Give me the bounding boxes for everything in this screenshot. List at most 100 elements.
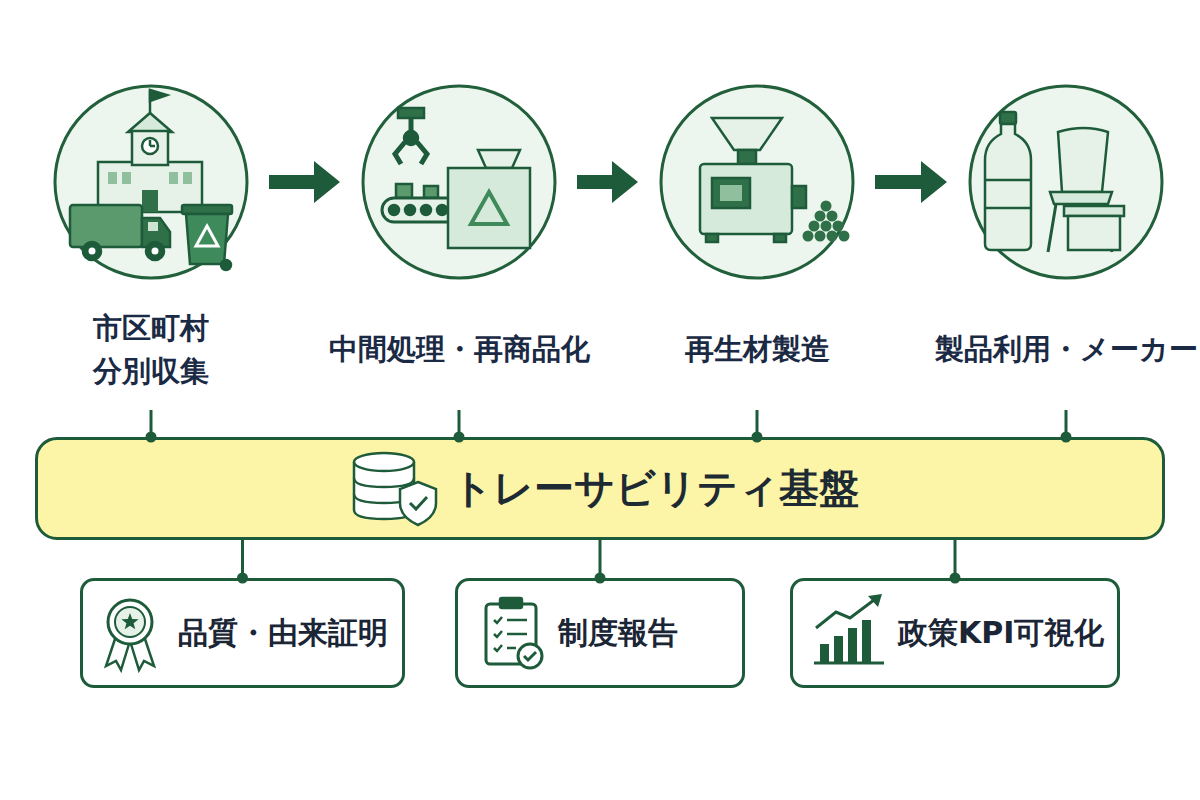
link-dot — [1061, 432, 1072, 443]
link-dot — [752, 432, 763, 443]
arm-joint — [404, 131, 418, 145]
tick — [494, 617, 502, 623]
tower-roof — [128, 113, 172, 132]
wheel — [146, 242, 164, 260]
bar — [848, 628, 857, 662]
stage-label: 再生材製造 — [685, 328, 830, 372]
stage-label: 中間処理・再商品化 — [329, 328, 590, 372]
flag-pole — [149, 90, 152, 113]
list-line — [507, 647, 516, 650]
pellet — [827, 231, 838, 242]
link-line — [1065, 410, 1068, 437]
label-wrap: 中間処理・再商品化 — [294, 292, 624, 408]
machine-panel — [712, 178, 750, 208]
baler-box — [448, 168, 530, 248]
bin-lid — [182, 205, 232, 214]
tower — [132, 131, 168, 165]
truck-body — [70, 205, 142, 247]
label-wrap: 再生材製造 — [592, 292, 922, 408]
ribbon-tail — [106, 636, 129, 670]
claw — [417, 142, 427, 164]
cab-window — [148, 222, 158, 231]
arm — [409, 118, 414, 134]
medal — [108, 600, 152, 644]
link-dot — [595, 573, 606, 584]
clock-hands — [150, 140, 155, 146]
link-line — [241, 540, 244, 578]
stage-label: 市区町村 分別収集 — [76, 307, 226, 394]
output-box: 政策KPI可視化 — [790, 578, 1120, 688]
window — [183, 172, 192, 184]
clipboard — [486, 604, 536, 664]
pellet — [821, 201, 832, 212]
bottle — [985, 124, 1031, 250]
list-line — [507, 619, 527, 622]
belt-item — [424, 186, 438, 198]
window — [122, 172, 131, 184]
link-line — [458, 410, 461, 437]
pellet — [827, 211, 838, 222]
growth-chart-icon — [814, 594, 884, 663]
platform-band: トレーサビリティ基盤 — [35, 437, 1165, 540]
baseline — [814, 662, 884, 665]
pellet — [833, 221, 844, 232]
tick — [494, 631, 502, 637]
connector — [577, 161, 638, 203]
connector — [875, 161, 947, 203]
check — [524, 652, 536, 660]
bin-wheel — [221, 260, 231, 270]
output-box: 制度報告 — [455, 578, 745, 688]
output-label: 制度報告 — [558, 613, 678, 654]
roller — [389, 205, 399, 215]
pellet-machine-icon — [700, 118, 850, 242]
output-box: 品質・由来証明 — [80, 578, 405, 688]
ribbon-tail — [131, 636, 154, 670]
circle-shape — [970, 86, 1162, 278]
panel-window — [720, 185, 742, 201]
belt-item — [396, 184, 412, 198]
stage-node: 中間処理・再商品化 — [339, 84, 579, 410]
check-badge — [518, 644, 542, 668]
link-dot — [454, 432, 465, 443]
box-lid — [1064, 206, 1124, 216]
flag — [150, 90, 167, 101]
hall-body — [98, 162, 202, 212]
link-dot — [950, 573, 961, 584]
circle-shape — [363, 86, 555, 278]
output-label: 品質・由来証明 — [178, 613, 388, 654]
link-line — [599, 540, 602, 578]
link-line — [954, 540, 957, 578]
pellet — [803, 231, 814, 242]
trend-line — [816, 600, 874, 628]
stage-label: 製品利用・メーカー — [935, 328, 1198, 372]
wheel-hub — [89, 248, 96, 255]
block-arrow — [269, 161, 340, 203]
pellet — [821, 221, 832, 232]
chair-seat — [1050, 192, 1112, 204]
feeder — [738, 150, 756, 164]
outlet — [792, 186, 806, 208]
circle-shape — [55, 86, 247, 278]
wheel — [83, 242, 101, 260]
wheel-hub — [152, 248, 159, 255]
garbage-truck-icon — [70, 205, 170, 260]
claw — [395, 142, 405, 164]
machine-foot — [774, 234, 786, 242]
output-label: 政策KPI可視化 — [898, 613, 1104, 654]
medal-inner — [115, 607, 145, 637]
bar — [820, 644, 829, 662]
arm-mount — [398, 108, 424, 118]
circle-outline — [946, 84, 1186, 284]
db-body — [354, 462, 414, 519]
block-arrow — [875, 161, 947, 203]
recycle-mark — [471, 192, 507, 224]
bin-body — [186, 214, 228, 264]
award-ribbon-icon — [106, 600, 154, 670]
label-wrap: 市区町村 分別収集 — [0, 292, 316, 408]
products-icon — [985, 112, 1124, 252]
chair-leg — [1048, 204, 1056, 252]
pellet — [815, 231, 826, 242]
connector — [454, 410, 465, 443]
connector — [1061, 410, 1072, 443]
